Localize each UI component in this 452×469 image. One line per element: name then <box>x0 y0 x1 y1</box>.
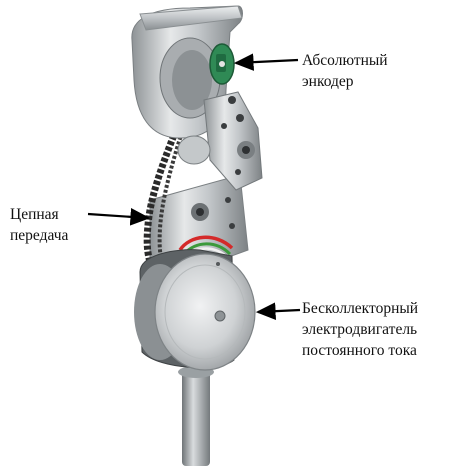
brushless-motor-face <box>154 253 256 371</box>
encoder-label-line-2: энкодер <box>302 73 354 90</box>
motor-label-line-2: электродвигатель <box>302 321 418 338</box>
motor-arrow <box>255 302 301 320</box>
upper-cap <box>139 5 243 31</box>
chain-label: Цепная передача <box>10 204 68 246</box>
encoder-arrow <box>233 53 299 71</box>
chain-label-line-2: передача <box>10 227 69 244</box>
motor-center-screw <box>214 310 226 322</box>
motor-label: Бесколлекторный электродвигатель постоян… <box>302 298 418 361</box>
linkage-plate <box>203 91 263 191</box>
motor-label-line-1: Бесколлекторный <box>302 300 419 317</box>
cable-red <box>178 235 234 252</box>
pylon-shaft <box>182 370 210 466</box>
chain-label-line-1: Цепная <box>10 206 59 223</box>
sprocket-housing <box>177 135 211 165</box>
encoder-label: Абсолютный энкодер <box>302 50 388 92</box>
encoder-label-line-1: Абсолютный <box>302 52 388 69</box>
motor-label-line-3: постоянного тока <box>302 342 417 359</box>
chain-arrow <box>87 208 151 226</box>
